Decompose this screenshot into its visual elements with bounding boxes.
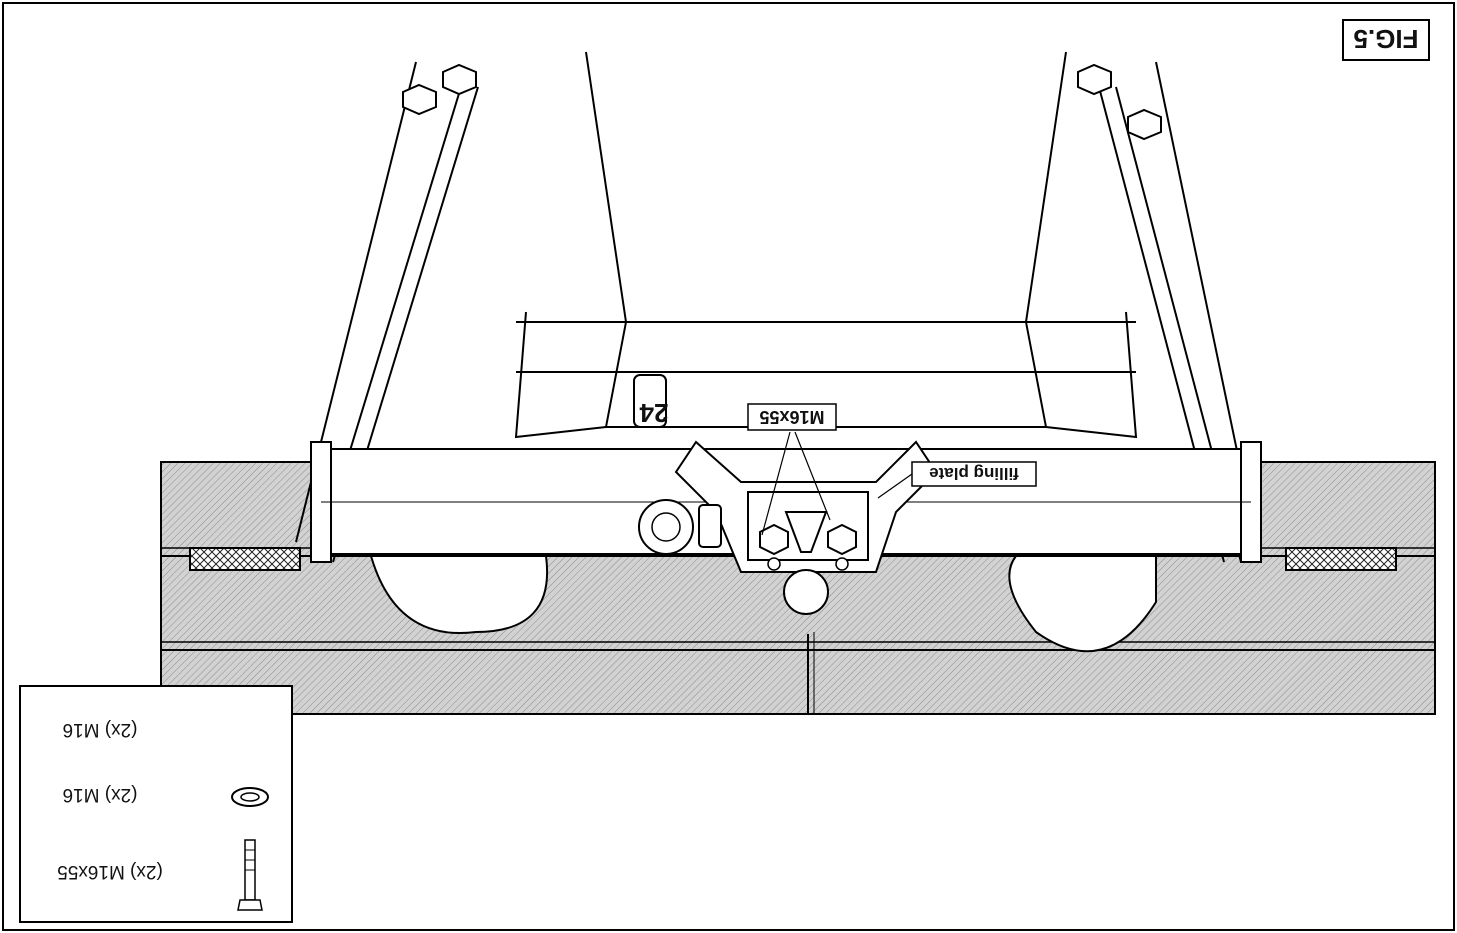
parts-list-row-nut: (2x) M16 [63,719,138,740]
left-wheel-arch [1008,555,1157,653]
parts-list: (2x) M16x55 (2x) M16 (2x) M16 [19,685,293,923]
wrench-size-callout: 24 [639,398,668,428]
parts-list-text: (2x) M16x55 [57,861,163,882]
filling-plate-callout: filling plate [877,461,1037,499]
right-wheel-arch [369,555,549,634]
electrical-socket [638,499,722,555]
rail-mount-bolts [402,63,1162,141]
tow-ball [783,511,829,615]
parts-list-row-washer: (2x) M16 [63,784,269,807]
trunk-opening [514,51,1138,439]
wrench-size-label: 24 [639,398,668,428]
parts-list-text: (2x) M16 [63,719,138,740]
bolt-size-label: M16x55 [759,407,824,427]
figure-title: FIG.5 [1353,24,1418,54]
spring-washer-icon [231,787,269,807]
right-reflector [189,547,301,571]
parts-list-row-bolt: (2x) M16x55 [57,839,263,911]
bolt-size-callout: M16x55 [747,403,837,536]
figure-label: FIG.5 [1342,19,1430,61]
bolt-icon [237,839,263,911]
filling-plate-label: filling plate [929,464,1019,483]
installation-drawing [160,51,1436,715]
left-reflector [1285,547,1397,571]
parts-list-text: (2x) M16 [63,784,138,805]
wrench-socket-icon [633,374,667,428]
